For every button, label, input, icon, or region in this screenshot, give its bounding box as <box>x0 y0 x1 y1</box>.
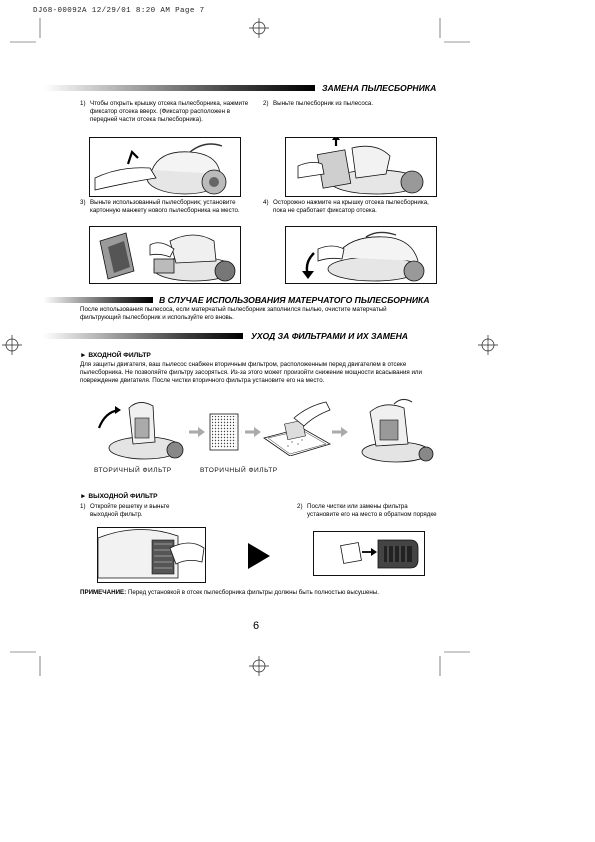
illustration-open-cover <box>89 137 241 197</box>
illustration-shake-filter <box>263 401 332 456</box>
arrow-icon <box>126 149 139 165</box>
step-2: 2) Выньте пылесборник из пылесоса. <box>263 100 374 107</box>
cloth-bag-text: После использования пылесоса, если матер… <box>80 306 387 321</box>
filter-caption: ВТОРИЧНЫЙ ФИЛЬТР <box>94 467 172 474</box>
grille <box>151 539 175 575</box>
section-title-cloth-bag: В СЛУЧАЕ ИСПОЛЬЗОВАНИЯ МАТЕРЧАТОГО ПЫЛЕС… <box>159 295 430 305</box>
vacuum-cleaner-icon <box>94 143 227 195</box>
note-text: Перед установкой в отсек пылесборника фи… <box>126 589 379 596</box>
crosshair-registration-icon <box>2 335 22 355</box>
filter-icon <box>340 542 362 564</box>
filter-caption: ВТОРИЧНЫЙ ФИЛЬТР <box>200 467 278 474</box>
section-bar <box>43 333 243 339</box>
vacuum-cleaner-icon <box>99 232 236 282</box>
inlet-filter-label: ► ВХОДНОЙ ФИЛЬТР <box>80 352 151 359</box>
print-slug: DJ68-00092A 12/29/01 8:20 AM Page 7 <box>33 7 205 15</box>
arrow-icon <box>189 427 205 437</box>
outlet-step-2: 2) После чистки или замены фильтра устан… <box>297 503 437 518</box>
inlet-filter-text: Для защиты двигателя, ваш пылесос снабже… <box>80 361 422 384</box>
hand-icon <box>149 242 175 258</box>
hand-icon <box>94 167 157 191</box>
illustration-insert-new-bag <box>89 226 241 284</box>
page-number: 6 <box>253 620 260 632</box>
filter-icon <box>209 413 239 451</box>
section-bar <box>43 85 315 91</box>
vacuum-cleaner-icon <box>361 398 434 463</box>
step-4: 4) Осторожно нажмите на крышку отсека пы… <box>263 199 429 214</box>
vacuum-cleaner-icon <box>297 138 424 195</box>
crosshair-registration-icon <box>478 335 498 355</box>
arrow-icon <box>245 427 261 437</box>
hand-icon <box>297 162 325 179</box>
outlet-step-1: 1) Откройте решетку и выньте выходной фи… <box>80 503 170 518</box>
illustration-remove-bag <box>285 137 437 197</box>
hand-icon <box>317 245 345 262</box>
illustration-insert-filter <box>313 531 425 576</box>
filter-icon <box>284 419 306 441</box>
illustration-close-cover <box>285 226 437 284</box>
outlet-filter-label: ► ВЫХОДНОЙ ФИЛЬТР <box>80 493 158 500</box>
arrow-icon <box>332 427 348 437</box>
hand-icon <box>293 401 331 427</box>
note: ПРИМЕЧАНИЕ: Перед установкой в отсек пыл… <box>80 589 450 597</box>
step-3: 3) Выньте использованный пылесборник; ус… <box>80 199 240 214</box>
section-title-filters: УХОД ЗА ФИЛЬТРАМИ И ИХ ЗАМЕНА <box>251 331 409 341</box>
crosshair-registration-icon <box>249 656 269 676</box>
vacuum-cleaner-icon <box>98 529 205 579</box>
vacuum-cleaner-icon <box>302 231 425 282</box>
note-label: ПРИМЕЧАНИЕ: <box>80 589 127 596</box>
play-triangle-icon <box>248 543 270 569</box>
section-bar <box>43 297 153 303</box>
vacuum-cleaner-icon <box>97 402 184 460</box>
hand-icon <box>169 542 205 565</box>
crosshair-registration-icon <box>249 18 269 38</box>
section-title-bag-replacement: ЗАМЕНА ПЫЛЕСБОРНИКА <box>322 83 437 93</box>
illustration-open-grille <box>97 527 206 583</box>
step-1: 1) Чтобы открыть крышку отсека пылесборн… <box>80 100 249 123</box>
